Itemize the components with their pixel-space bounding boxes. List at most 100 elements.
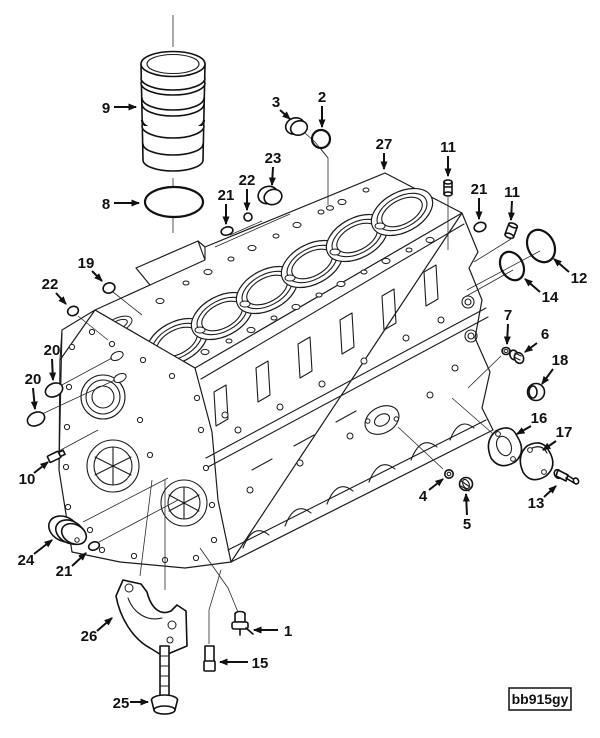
cup-plug-18 xyxy=(526,382,546,402)
callouts: 9 8 3 2 23 22 21 27 xyxy=(18,89,588,712)
leader-lines xyxy=(41,15,541,644)
callout-11-right: 11 xyxy=(504,184,520,222)
cup-plug-3 xyxy=(284,117,309,136)
callout-21-top: 21 xyxy=(218,187,235,226)
callout-24-label: 24 xyxy=(18,552,35,569)
callout-3: 3 xyxy=(272,94,291,120)
fitting-11-top xyxy=(443,179,453,197)
callout-22-top-label: 22 xyxy=(239,172,256,189)
callout-18-label: 18 xyxy=(552,352,569,369)
callout-26-label: 26 xyxy=(81,628,98,645)
callout-24: 24 xyxy=(18,539,53,569)
block-side-face-details xyxy=(200,223,489,551)
bearing-bolt-25 xyxy=(150,645,179,715)
plug-5 xyxy=(458,476,474,492)
callout-1: 1 xyxy=(252,623,292,640)
o-ring-21-top xyxy=(220,226,234,236)
callout-5-label: 5 xyxy=(463,516,471,533)
callout-5: 5 xyxy=(463,492,471,533)
callout-11-right-label: 11 xyxy=(504,184,520,201)
o-ring-22-left xyxy=(66,305,80,317)
callout-10: 10 xyxy=(19,461,49,488)
washer-7 xyxy=(501,346,511,356)
callout-21-bottom-label: 21 xyxy=(56,563,73,580)
callout-6: 6 xyxy=(524,326,549,353)
callout-8: 8 xyxy=(102,196,141,213)
front-idler-opening xyxy=(160,479,208,527)
fitting-11-right xyxy=(504,222,519,240)
figure-code-box: bb915gy xyxy=(508,687,572,711)
engine-block-drawing xyxy=(58,172,494,569)
callout-12: 12 xyxy=(553,258,588,287)
callout-11-top: 11 xyxy=(440,139,456,178)
callout-27: 27 xyxy=(376,136,393,171)
callout-14-label: 14 xyxy=(542,289,559,306)
callout-16-label: 16 xyxy=(531,410,548,427)
sensor-fitting-1 xyxy=(231,610,254,636)
cover-plate-17 xyxy=(519,442,554,481)
callout-12-label: 12 xyxy=(571,270,588,287)
callout-21-top-label: 21 xyxy=(218,187,235,204)
callout-22-top: 22 xyxy=(239,172,256,212)
fitting-13 xyxy=(553,468,580,485)
callout-21-right: 21 xyxy=(471,181,488,221)
callout-11-top-label: 11 xyxy=(440,139,456,156)
o-ring-21-right xyxy=(473,221,487,233)
callout-26: 26 xyxy=(81,617,113,645)
callout-10-label: 10 xyxy=(19,471,36,488)
callout-8-label: 8 xyxy=(102,196,110,213)
callout-21-right-label: 21 xyxy=(471,181,488,198)
right-face-bosses xyxy=(461,295,478,343)
callout-21-bottom: 21 xyxy=(56,552,87,580)
callout-19-label: 19 xyxy=(78,255,95,272)
callout-15-label: 15 xyxy=(252,655,269,672)
callout-25: 25 xyxy=(113,695,150,712)
callout-20-upper-label: 20 xyxy=(44,342,61,359)
callout-19: 19 xyxy=(78,255,103,282)
callout-20-lower: 20 xyxy=(25,371,42,411)
cup-plug-23 xyxy=(257,185,283,206)
callout-20-lower-label: 20 xyxy=(25,371,42,388)
washer-4 xyxy=(443,468,454,479)
gasket-16 xyxy=(487,427,523,467)
callout-13-label: 13 xyxy=(528,495,545,512)
front-gear-opening xyxy=(86,439,140,493)
callout-18: 18 xyxy=(541,352,569,385)
callout-22-left: 22 xyxy=(42,276,67,305)
callout-27-label: 27 xyxy=(376,136,393,153)
callout-20-upper: 20 xyxy=(44,342,61,382)
callout-15: 15 xyxy=(218,655,269,672)
o-ring-21-bottom xyxy=(87,540,101,552)
o-ring-22-top xyxy=(243,212,253,222)
o-ring-2 xyxy=(310,128,332,150)
dowel-pin-15 xyxy=(203,645,216,672)
dowel-10 xyxy=(46,449,66,464)
callout-7: 7 xyxy=(504,307,512,346)
callout-25-label: 25 xyxy=(113,695,130,712)
callout-4-label: 4 xyxy=(419,488,428,505)
seal-20-upper xyxy=(44,382,64,398)
callout-6-label: 6 xyxy=(541,326,549,343)
callout-4: 4 xyxy=(419,478,444,505)
callout-17: 17 xyxy=(542,424,573,451)
figure-code: bb915gy xyxy=(512,691,569,707)
block-right-face xyxy=(230,212,494,563)
plug-6 xyxy=(509,349,525,365)
callout-17-label: 17 xyxy=(556,424,573,441)
callout-22-left-label: 22 xyxy=(42,276,59,293)
bearing-cap-26 xyxy=(115,579,188,657)
callout-7-label: 7 xyxy=(504,307,512,324)
cylinder-liner xyxy=(140,50,206,172)
o-ring-12 xyxy=(525,228,557,264)
callout-1-label: 1 xyxy=(284,623,292,640)
callout-23: 23 xyxy=(265,150,281,187)
callout-9: 9 xyxy=(102,100,138,117)
callout-2-label: 2 xyxy=(318,89,326,106)
callout-13: 13 xyxy=(528,485,557,512)
o-ring-19 xyxy=(102,282,116,294)
callout-2: 2 xyxy=(318,89,326,129)
callout-9-label: 9 xyxy=(102,100,110,117)
cup-plug-24 xyxy=(47,515,88,546)
